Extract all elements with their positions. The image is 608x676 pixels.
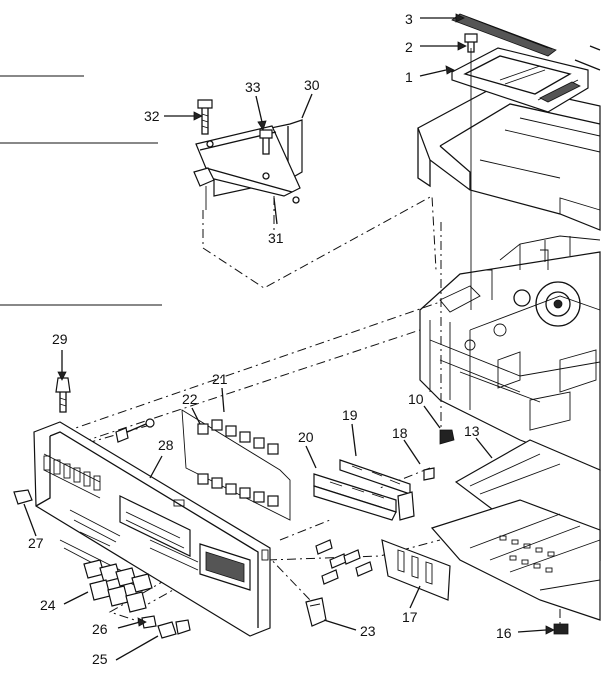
callout-31: 31 (268, 230, 284, 246)
callout-labels: 3 2 1 32 33 30 31 29 21 22 28 20 19 18 1… (28, 11, 512, 667)
button-row-24 (83, 559, 153, 613)
callout-29: 29 (52, 331, 68, 347)
button-row-lower (197, 473, 279, 507)
callout-32: 32 (144, 108, 160, 124)
bracket-assembly (193, 99, 303, 232)
callout-30: 30 (304, 77, 320, 93)
callout-1: 1 (405, 69, 413, 85)
leader-lines (23, 13, 555, 661)
callout-17: 17 (402, 609, 418, 625)
callout-28: 28 (158, 437, 174, 453)
pin-group (315, 539, 373, 585)
callout-18: 18 (392, 425, 408, 441)
callout-16: 16 (496, 625, 512, 641)
callout-20: 20 (298, 429, 314, 445)
callout-25: 25 (92, 651, 108, 667)
chassis-assembly (417, 13, 601, 471)
callout-19: 19 (342, 407, 358, 423)
alignment-lines (63, 195, 561, 626)
front-panel (33, 421, 271, 637)
small-parts (13, 33, 569, 639)
circuit-boards (430, 439, 601, 621)
margin-rules (0, 75, 162, 306)
callout-27: 27 (28, 535, 44, 551)
callout-23: 23 (360, 623, 376, 639)
callout-26: 26 (92, 621, 108, 637)
display-slots (43, 455, 101, 491)
callout-2: 2 (405, 39, 413, 55)
callout-10: 10 (408, 391, 424, 407)
callout-22: 22 (182, 391, 198, 407)
button-groups (83, 409, 373, 613)
callout-21: 21 (212, 371, 228, 387)
board-components (499, 535, 555, 573)
callout-13: 13 (464, 423, 480, 439)
callout-3: 3 (405, 11, 413, 27)
callout-24: 24 (40, 597, 56, 613)
side-brackets (313, 459, 451, 601)
button-row-upper (197, 419, 279, 455)
callout-33: 33 (245, 79, 261, 95)
